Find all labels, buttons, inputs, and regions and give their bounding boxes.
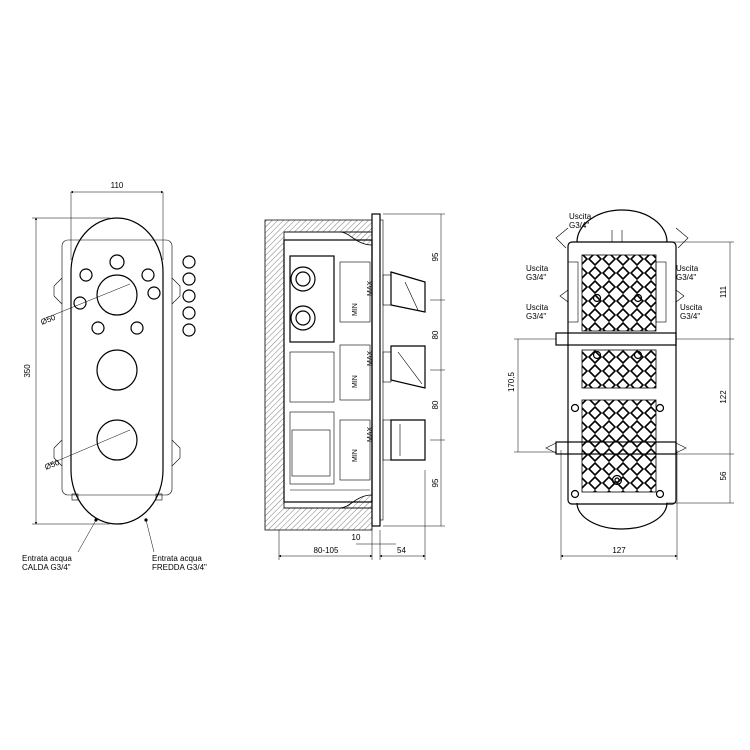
outlet-block	[289, 411, 335, 485]
wall-top-curve	[284, 231, 373, 246]
inlet-block	[289, 255, 335, 343]
spacing-label-1: 95	[431, 252, 440, 261]
min-label-top: MIN	[352, 303, 359, 316]
grille-top	[581, 254, 657, 332]
knob-top	[382, 271, 426, 313]
front-box-outline	[61, 239, 173, 496]
screw-hole	[130, 321, 144, 335]
mixer-block	[289, 351, 335, 403]
front-cover-plate	[70, 217, 164, 525]
width-label: 110	[111, 181, 124, 190]
diameter-top-leader	[45, 283, 131, 319]
front-tab-left-bottom	[53, 439, 63, 467]
top-handle-hole	[96, 274, 138, 316]
outlet-right-bottom-line2: G3/4"	[680, 312, 700, 321]
knob-bottom	[382, 419, 426, 461]
outlet-left-top-line2: G3/4"	[526, 273, 546, 282]
front-foot-right	[155, 493, 163, 501]
screw-hole	[73, 296, 87, 310]
diameter-bottom-label: Ø50	[43, 458, 61, 472]
outlet-top-line1: Uscita	[569, 212, 592, 221]
min-label-middle: MIN	[352, 375, 359, 388]
bottom-handle-hole	[96, 419, 138, 461]
front-foot-left	[71, 493, 79, 501]
inlet-cold-line1: Entrata acqua	[152, 554, 202, 563]
back-crossbar-top	[555, 332, 677, 346]
outlet-left-top-line1: Uscita	[526, 264, 549, 273]
back-width-label: 127	[612, 546, 626, 555]
front-view: 110 350 Ø50 Ø50 Entrata acqua CALDA G3/4…	[22, 181, 207, 572]
max-label-middle: MAX	[367, 351, 374, 367]
middle-handle-hole	[96, 349, 138, 391]
screw-hole	[141, 268, 155, 282]
inlet-port-bottom	[290, 305, 316, 331]
outlet-right-bottom-line1: Uscita	[680, 303, 703, 312]
outlet-right-top-line2: G3/4"	[676, 273, 696, 282]
outlet-hole	[182, 272, 196, 286]
front-tab-right-bottom	[171, 439, 181, 467]
outlet-hole	[182, 255, 196, 269]
plate-label: 10	[352, 533, 361, 542]
spacing-label-3: 80	[431, 400, 440, 409]
spacing-label-4: 95	[431, 478, 440, 487]
front-plate	[371, 213, 381, 527]
inlet-hot-line1: Entrata acqua	[22, 554, 72, 563]
diameter-bottom-leader	[49, 429, 131, 465]
front-tab-right-top	[171, 277, 181, 305]
back-top-arc	[576, 209, 668, 243]
back-view: Uscita G3/4" Uscita G3/4" Uscita G3/4" U…	[507, 209, 734, 560]
inlet-port-top	[290, 266, 316, 292]
right-label-3: 56	[719, 471, 728, 480]
screw-hole	[79, 268, 93, 282]
screw-hole	[147, 286, 161, 300]
right-label-2: 122	[719, 390, 728, 404]
screw-hole	[91, 321, 105, 335]
grille-bottom	[581, 399, 657, 493]
front-tab-left-top	[53, 277, 63, 305]
knob-middle	[382, 345, 426, 389]
inlet-hot-line2: CALDA G3/4"	[22, 563, 71, 572]
outlet-left-bottom-line2: G3/4"	[526, 312, 546, 321]
cartridge-top	[339, 261, 371, 323]
outlet-left-bottom-line1: Uscita	[526, 303, 549, 312]
min-label-bottom: MIN	[352, 449, 359, 462]
max-label-bottom: MAX	[367, 427, 374, 443]
depth-label: 80-105	[314, 546, 339, 555]
screw-hole	[109, 254, 125, 270]
spacing-label-2: 80	[431, 330, 440, 339]
inlet-cold-line2: FREDDA G3/4"	[152, 563, 207, 572]
wall-section	[264, 219, 373, 531]
outlet-hole	[182, 323, 196, 337]
cartridge-bottom	[339, 419, 371, 481]
back-bottom-arc	[576, 502, 668, 530]
grille-middle	[581, 349, 657, 389]
height-label: 350	[23, 364, 32, 378]
side-view: MIN MAX MIN MAX MIN MAX 95 80 80	[264, 213, 445, 560]
max-label-top: MAX	[367, 281, 374, 297]
outlet-top-line2: G3/4"	[569, 221, 589, 230]
cartridge-middle	[339, 344, 371, 401]
offset-label: 170,5	[507, 371, 516, 392]
outlet-hole	[182, 306, 196, 320]
right-label-1: 111	[719, 285, 728, 298]
outlet-hole	[182, 289, 196, 303]
knob-label: 54	[397, 546, 406, 555]
outlet-right-top-line1: Uscita	[676, 264, 699, 273]
